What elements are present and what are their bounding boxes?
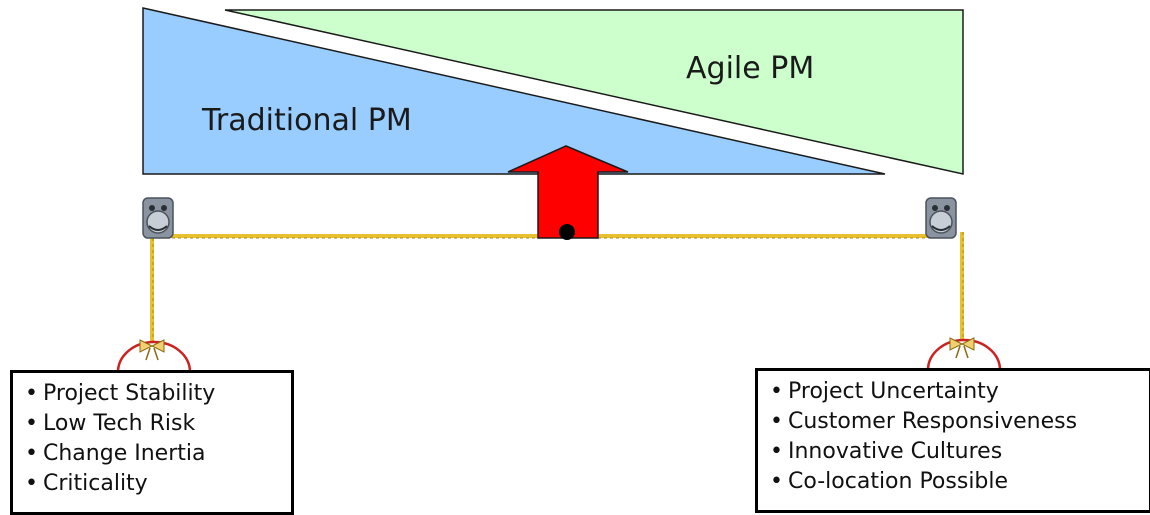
pulley-icon [925, 197, 957, 239]
knot-icon [139, 339, 165, 361]
list-item: •Co-location Possible [770, 469, 1009, 494]
list-item: •Low Tech Risk [25, 411, 196, 436]
traditional-pm-label: Traditional PM [201, 103, 412, 138]
list-item: •Criticality [25, 471, 148, 496]
fulcrum-dot [559, 224, 575, 240]
traditional-pm-region [142, 7, 886, 175]
agile-factors-box: •Project Uncertainty •Customer Responsiv… [755, 368, 1150, 513]
traditional-factors-list: •Project Stability •Low Tech Risk •Chang… [25, 379, 291, 499]
knot-icon [949, 337, 975, 359]
traditional-factors-box: •Project Stability •Low Tech Risk •Chang… [10, 370, 294, 515]
agile-factors-list: •Project Uncertainty •Customer Responsiv… [770, 377, 1149, 497]
list-item: •Change Inertia [25, 441, 206, 466]
weight-icon [116, 340, 192, 373]
list-item: •Innovative Cultures [770, 439, 1003, 464]
list-item: •Project Stability [25, 381, 216, 406]
agile-pm-label: Agile PM [686, 51, 814, 86]
pulley-icon [142, 197, 174, 239]
list-item: •Project Uncertainty [770, 379, 999, 404]
agile-pm-region [224, 9, 964, 175]
list-item: •Customer Responsiveness [770, 409, 1078, 434]
weight-icon [926, 338, 1002, 371]
